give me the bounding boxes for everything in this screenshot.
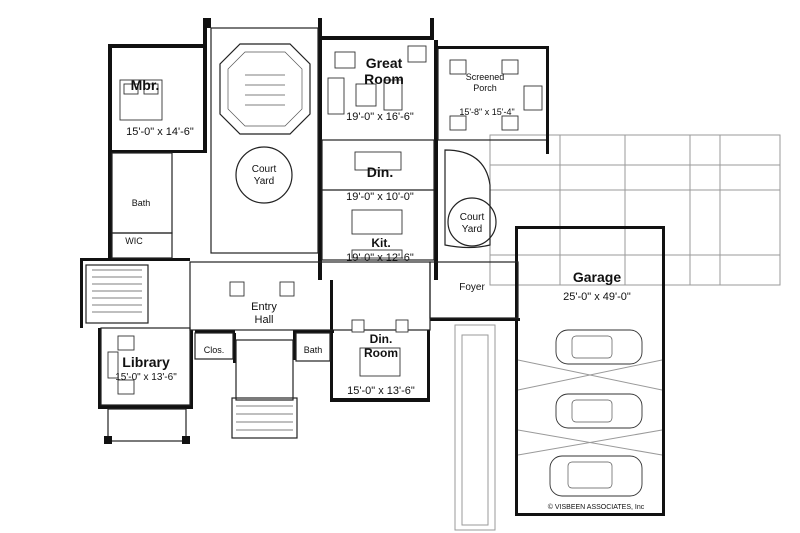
garage-dims: 25'-0" x 49'-0": [563, 291, 631, 303]
garage-car-2: [555, 393, 643, 429]
courtyard-right-name-1: Court: [460, 212, 485, 223]
dining-upper-dims: 19'-0" x 10'-0": [346, 191, 414, 203]
library-dims: 15'-0" x 13'-6": [115, 372, 177, 383]
kitchen-dims: 19'-0" x 12'-6": [346, 252, 414, 264]
entry-hall-chairs: [229, 281, 295, 297]
interior-walls: [85, 27, 519, 444]
great-room-furniture: [327, 45, 427, 115]
bath-powder-name: Bath: [304, 345, 323, 355]
garage-door-lines: [517, 359, 663, 456]
great-room-dims: 19'-0" x 16'-6": [346, 111, 414, 123]
dining-upper-name: Din.: [367, 164, 393, 180]
kitchen-name: Kit.: [371, 236, 390, 250]
porch-name-1: Screened: [466, 72, 505, 82]
courtyard-right-name-2: Yard: [462, 224, 482, 235]
great-room-name-1: Great: [366, 55, 403, 71]
porch-name-2: Porch: [473, 83, 497, 93]
garage-car-3: [549, 455, 643, 497]
great-room-name-2: Room: [364, 71, 404, 87]
dining-room-dims: 15'-0" x 13'-6": [347, 385, 415, 397]
dining-room-name-2: Room: [364, 346, 398, 360]
terrace-grid: [454, 134, 781, 531]
dining-table-upper: [354, 151, 402, 171]
courtyard-left-name-1: Court: [252, 164, 277, 175]
garage-car-1: [555, 329, 643, 365]
porch-dims: 15'-8" x 15'-4": [459, 107, 514, 117]
exterior-walls: [80, 18, 665, 516]
foyer-name: Foyer: [459, 282, 485, 293]
dining-room-table: [351, 319, 409, 377]
wic-name: WIC: [125, 236, 143, 246]
porch-furniture: [449, 59, 543, 131]
courtyard-left-pavilion: [219, 43, 311, 204]
bath-master-name: Bath: [132, 198, 151, 208]
courtyard-left-name-2: Yard: [254, 176, 274, 187]
room-labels: Mbr. 15'-0" x 14'-6" Court Yard Great Ro…: [115, 55, 631, 397]
dining-room-name-1: Din.: [370, 332, 393, 346]
library-name: Library: [122, 354, 170, 370]
copyright-notice: © VISBEEN ASSOCIATES, Inc: [548, 503, 645, 511]
library-furniture: [107, 335, 135, 395]
courtyard-right-pavilion: [444, 149, 497, 249]
master-name: Mbr.: [131, 77, 160, 93]
entry-hall-name-1: Entry: [251, 301, 277, 313]
garage-name: Garage: [573, 269, 621, 285]
entry-hall-name-2: Hall: [255, 314, 274, 326]
closet-name: Clos.: [204, 345, 225, 355]
master-bed: [119, 79, 163, 121]
kitchen-island: [351, 209, 403, 259]
master-dims: 15'-0" x 14'-6": [126, 126, 194, 138]
